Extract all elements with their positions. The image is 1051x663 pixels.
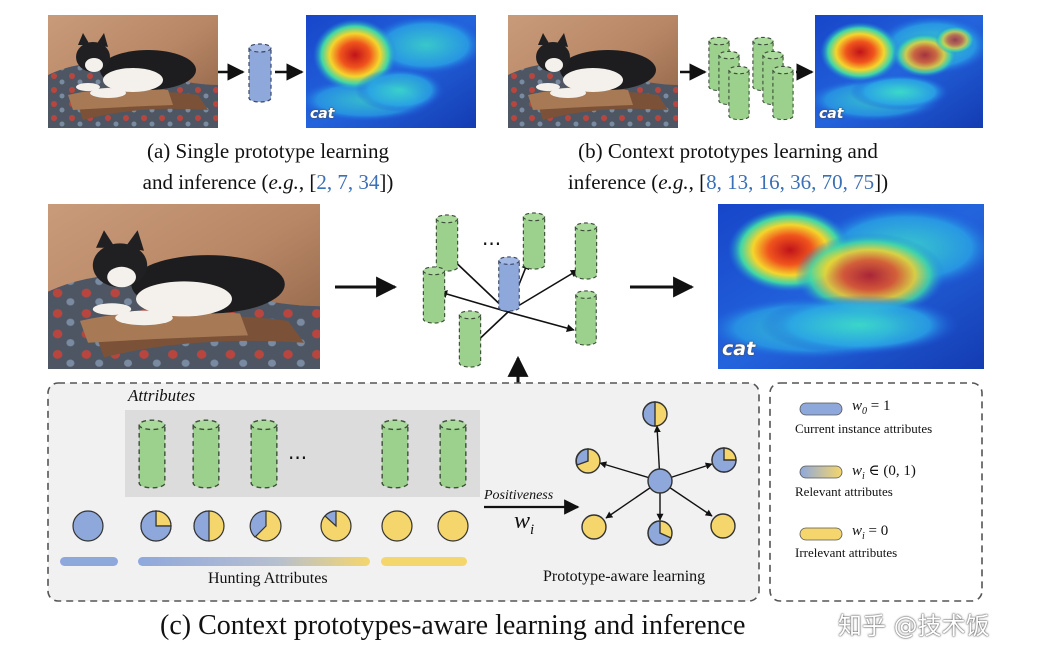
attributes-title: Attributes [128,386,196,405]
cat-photo-a [48,15,218,128]
pie-4 [320,510,352,542]
legend-formula-0: w0 = 1 [852,398,891,417]
bar-hunting [138,557,370,566]
center-prototype [498,256,520,312]
legend-text-2: Irrelevant attributes [795,545,898,560]
caption-b-line2: inference (e.g., [8, 13, 16, 36, 70, 75]… [567,170,889,194]
prototype-aware-label: Prototype-aware learning [543,568,706,585]
legend-swatch-gradient [799,465,843,479]
graph-ellipsis: ... [482,226,502,250]
heatmap-a [306,15,476,128]
legend-formula-2: wi = 0 [852,523,889,542]
caption-a: (a) Single prototype learning and infere… [112,136,424,198]
heatmap-c [718,204,984,369]
prototype-graph [422,212,598,368]
context-prototypes-stack [708,36,794,121]
attribute-pies [72,510,469,542]
caption-a-line2: and inference (e.g., [2, 7, 34]) [142,170,394,194]
legend-swatch-blue [799,402,843,416]
bar-irrelevant [381,557,467,566]
heatmap-b [815,15,983,128]
prototype-aware-star [575,401,737,546]
legend-formula-1: wi ∈ (0, 1) [852,463,916,482]
legend-text-0: Current instance attributes [795,421,933,436]
pie-current [72,510,104,542]
legend-text-1: Relevant attributes [795,484,893,499]
bar-current [60,557,118,566]
pie-5 [381,510,413,542]
legend-box [769,382,983,602]
pie-6 [437,510,469,542]
heatmap-label-b: cat [819,106,844,122]
caption-b-line1: (b) Context prototypes learning and [578,139,878,163]
cat-photo-c [48,204,320,369]
single-prototype [248,43,272,103]
positiveness-label: Positiveness [484,488,554,503]
caption-c: (c) Context prototypes-aware learning an… [160,610,746,641]
caption-a-line1: (a) Single prototype learning [146,139,389,163]
caption-a-refs: 2, 7, 34 [316,170,380,194]
pie-2 [193,510,225,542]
attributes-panel [125,410,480,497]
legend-swatch-yellow [799,527,843,541]
hunting-attributes-label: Hunting Attributes [208,570,328,587]
caption-b: (b) Context prototypes learning and infe… [518,136,938,198]
pie-3 [249,510,282,542]
cat-photo-b [508,15,678,128]
pie-1 [140,510,172,542]
watermark: 知乎 @技术饭 [838,612,990,640]
weight-label: wi [514,508,535,538]
attributes-ellipsis: ... [288,440,308,464]
heatmap-label-a: cat [310,106,335,122]
heatmap-label-c: cat [722,338,756,360]
caption-b-refs: 8, 13, 16, 36, 70, 75 [706,170,875,194]
